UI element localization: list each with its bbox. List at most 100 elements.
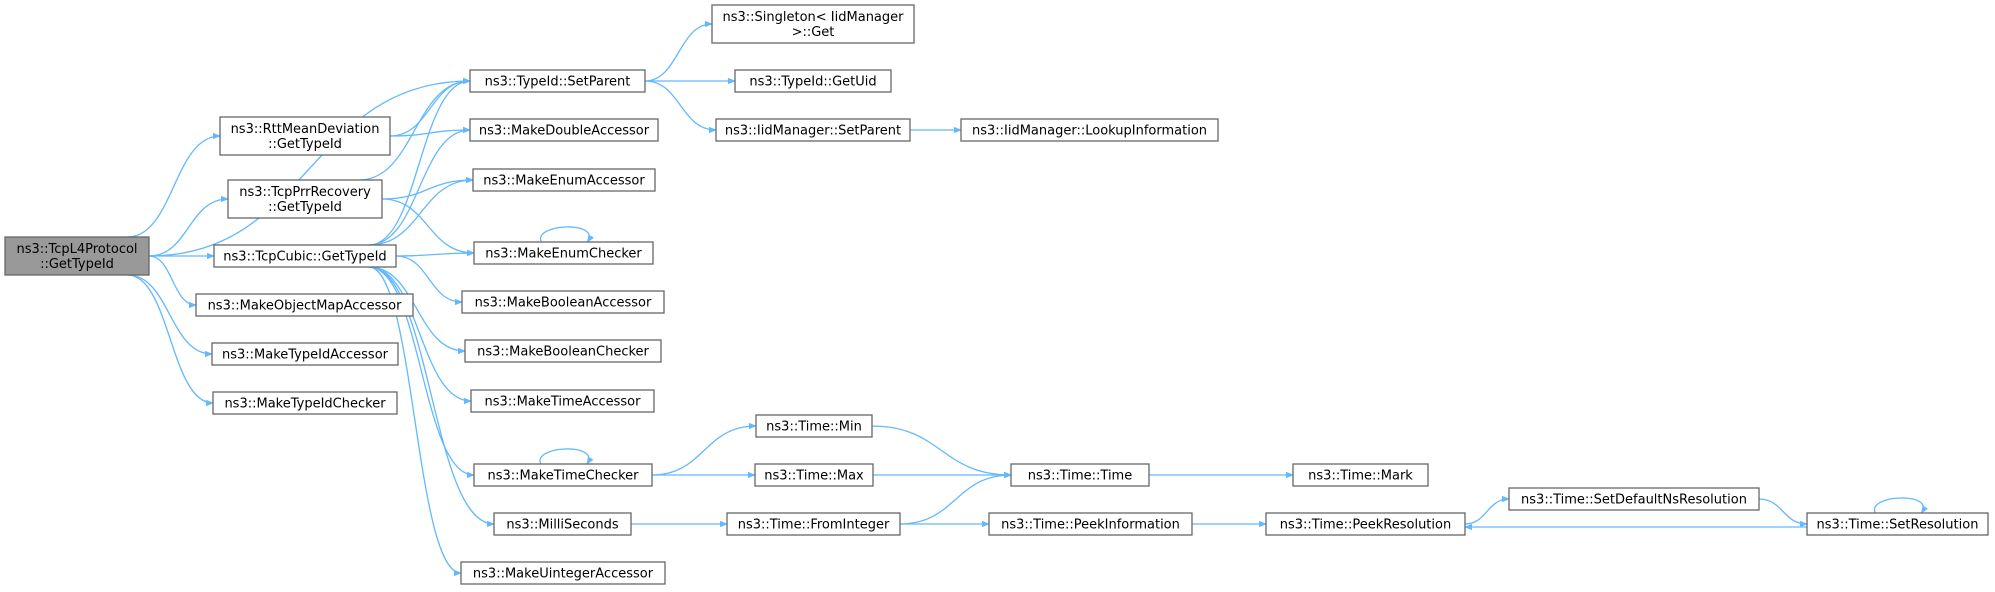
- node-label-singleton-1: >::Get: [792, 25, 835, 40]
- node-box-iidlookup[interactable]: [960, 118, 1219, 142]
- edge-setparent-to-singleton: [644, 24, 712, 82]
- node-box-mkobjmap[interactable]: [195, 293, 414, 317]
- node-box-mkenumacc[interactable]: [472, 168, 656, 192]
- node-box-mkdouble[interactable]: [469, 118, 659, 142]
- node-box-mkboolacc[interactable]: [461, 290, 665, 314]
- node-label-peekinfo-0: ns3::Time::PeekInformation: [1001, 518, 1180, 533]
- node-mktidchk[interactable]: ns3::MakeTypeIdChecker: [212, 391, 398, 415]
- node-label-singleton-0: ns3::Singleton< IidManager: [722, 10, 904, 25]
- node-peekinfo[interactable]: ns3::Time::PeekInformation: [988, 512, 1193, 536]
- node-box-peekinfo[interactable]: [988, 512, 1193, 536]
- node-box-timetime[interactable]: [1010, 463, 1150, 487]
- edge-tcpcubic-to-mkenumacc: [368, 180, 473, 246]
- node-label-mkdouble-0: ns3::MakeDoubleAccessor: [479, 124, 650, 139]
- node-getuid[interactable]: ns3::TypeId::GetUid: [734, 69, 892, 93]
- node-label-mktidchk-0: ns3::MakeTypeIdChecker: [224, 397, 386, 412]
- node-timemark[interactable]: ns3::Time::Mark: [1292, 463, 1429, 487]
- edge-rttmean-to-mkdouble: [389, 130, 470, 137]
- node-box-peekres[interactable]: [1265, 512, 1466, 536]
- node-box-mktimechk[interactable]: [473, 463, 653, 487]
- node-label-setdefns-0: ns3::Time::SetDefaultNsResolution: [1521, 493, 1747, 508]
- node-label-mkobjmap-0: ns3::MakeObjectMapAccessor: [208, 299, 403, 314]
- node-iidlookup[interactable]: ns3::IidManager::LookupInformation: [960, 118, 1219, 142]
- node-label-timemin-0: ns3::Time::Min: [766, 420, 862, 435]
- edge-tcpcubic-to-millisec: [368, 266, 494, 524]
- node-label-tcpprr-0: ns3::TcpPrrRecovery: [239, 185, 371, 200]
- node-box-tcpcubic[interactable]: [213, 244, 397, 268]
- node-rttmean[interactable]: ns3::RttMeanDeviation::GetTypeId: [219, 116, 391, 156]
- node-mkuint[interactable]: ns3::MakeUintegerAccessor: [460, 561, 666, 585]
- node-peekres[interactable]: ns3::Time::PeekResolution: [1265, 512, 1466, 536]
- node-box-tcpprr[interactable]: [227, 179, 383, 219]
- node-setres[interactable]: ns3::Time::SetResolution: [1806, 512, 1989, 536]
- edge-setres-to-setres: [1873, 497, 1924, 513]
- node-label-timetime-0: ns3::Time::Time: [1028, 469, 1132, 484]
- edge-mktimechk-to-mktimechk: [539, 448, 589, 464]
- node-tcpprr[interactable]: ns3::TcpPrrRecovery::GetTypeId: [227, 179, 383, 219]
- node-box-singleton[interactable]: [711, 4, 915, 44]
- node-label-setres-0: ns3::Time::SetResolution: [1817, 518, 1979, 533]
- node-box-tcpl4[interactable]: [4, 236, 150, 276]
- node-timemax[interactable]: ns3::Time::Max: [754, 463, 874, 487]
- edge-tcpl4-to-mktidchk: [127, 274, 213, 403]
- node-mkobjmap[interactable]: ns3::MakeObjectMapAccessor: [195, 293, 414, 317]
- edge-setparent-to-iidsetpar: [644, 80, 716, 130]
- node-tcpl4[interactable]: ns3::TcpL4Protocol::GetTypeId: [4, 236, 150, 276]
- node-mkenumacc[interactable]: ns3::MakeEnumAccessor: [472, 168, 656, 192]
- node-label-iidlookup-0: ns3::IidManager::LookupInformation: [972, 124, 1207, 139]
- edge-tcpcubic-to-mkdouble: [368, 130, 470, 246]
- node-timemin[interactable]: ns3::Time::Min: [755, 414, 873, 438]
- node-label-millisec-0: ns3::MilliSeconds: [506, 518, 619, 533]
- node-timetime[interactable]: ns3::Time::Time: [1010, 463, 1150, 487]
- node-box-setdefns[interactable]: [1508, 487, 1760, 511]
- node-label-tcpprr-1: ::GetTypeId: [268, 200, 342, 215]
- node-box-setres[interactable]: [1806, 512, 1989, 536]
- node-label-mktimechk-0: ns3::MakeTimeChecker: [488, 469, 640, 484]
- node-box-iidsetpar[interactable]: [715, 118, 911, 142]
- node-label-mktidacc-0: ns3::MakeTypeIdAccessor: [222, 348, 389, 363]
- node-box-rttmean[interactable]: [219, 116, 391, 156]
- node-box-mkboolchk[interactable]: [464, 339, 662, 363]
- node-box-fromint[interactable]: [726, 512, 901, 536]
- node-label-getuid-0: ns3::TypeId::GetUid: [749, 75, 876, 90]
- node-fromint[interactable]: ns3::Time::FromInteger: [726, 512, 901, 536]
- edge-tcpcubic-to-mkboolacc: [395, 255, 462, 302]
- node-box-timemax[interactable]: [754, 463, 874, 487]
- node-setparent[interactable]: ns3::TypeId::SetParent: [469, 69, 646, 93]
- edge-fromint-to-timetime: [899, 475, 1011, 525]
- node-iidsetpar[interactable]: ns3::IidManager::SetParent: [715, 118, 911, 142]
- edge-tcpcubic-to-mkenumchk: [395, 253, 474, 257]
- node-mkboolchk[interactable]: ns3::MakeBooleanChecker: [464, 339, 662, 363]
- node-box-timemark[interactable]: [1292, 463, 1429, 487]
- node-box-mktidacc[interactable]: [211, 342, 399, 366]
- node-label-timemax-0: ns3::Time::Max: [764, 469, 864, 484]
- node-box-setparent[interactable]: [469, 69, 646, 93]
- node-mkenumchk[interactable]: ns3::MakeEnumChecker: [473, 241, 654, 265]
- node-box-mkenumchk[interactable]: [473, 241, 654, 265]
- edge-tcpcubic-to-setparent: [368, 81, 470, 246]
- node-label-mktimeacc-0: ns3::MakeTimeAccessor: [485, 395, 642, 410]
- node-millisec[interactable]: ns3::MilliSeconds: [493, 512, 632, 536]
- edge-mktimechk-to-timemin: [651, 426, 756, 476]
- node-mktimeacc[interactable]: ns3::MakeTimeAccessor: [470, 389, 655, 413]
- edge-tcpl4-to-mktidacc: [127, 274, 212, 354]
- node-mktimechk[interactable]: ns3::MakeTimeChecker: [473, 463, 653, 487]
- node-singleton[interactable]: ns3::Singleton< IidManager>::Get: [711, 4, 915, 44]
- node-tcpcubic[interactable]: ns3::TcpCubic::GetTypeId: [213, 244, 397, 268]
- edge-tcpcubic-to-mktimeacc: [368, 266, 471, 401]
- node-mkboolacc[interactable]: ns3::MakeBooleanAccessor: [461, 290, 665, 314]
- node-label-tcpcubic-0: ns3::TcpCubic::GetTypeId: [223, 250, 386, 265]
- node-box-timemin[interactable]: [755, 414, 873, 438]
- node-box-getuid[interactable]: [734, 69, 892, 93]
- node-box-millisec[interactable]: [493, 512, 632, 536]
- node-box-mkuint[interactable]: [460, 561, 666, 585]
- node-mkdouble[interactable]: ns3::MakeDoubleAccessor: [469, 118, 659, 142]
- node-box-mktidchk[interactable]: [212, 391, 398, 415]
- edge-tcpprr-to-setparent: [358, 81, 470, 181]
- node-box-mktimeacc[interactable]: [470, 389, 655, 413]
- node-mktidacc[interactable]: ns3::MakeTypeIdAccessor: [211, 342, 399, 366]
- node-label-rttmean-0: ns3::RttMeanDeviation: [231, 122, 380, 137]
- node-layer: ns3::TcpL4Protocol::GetTypeId ns3::RttMea…: [4, 4, 1989, 585]
- edge-tcpcubic-to-mkboolchk: [368, 266, 465, 351]
- node-setdefns[interactable]: ns3::Time::SetDefaultNsResolution: [1508, 487, 1760, 511]
